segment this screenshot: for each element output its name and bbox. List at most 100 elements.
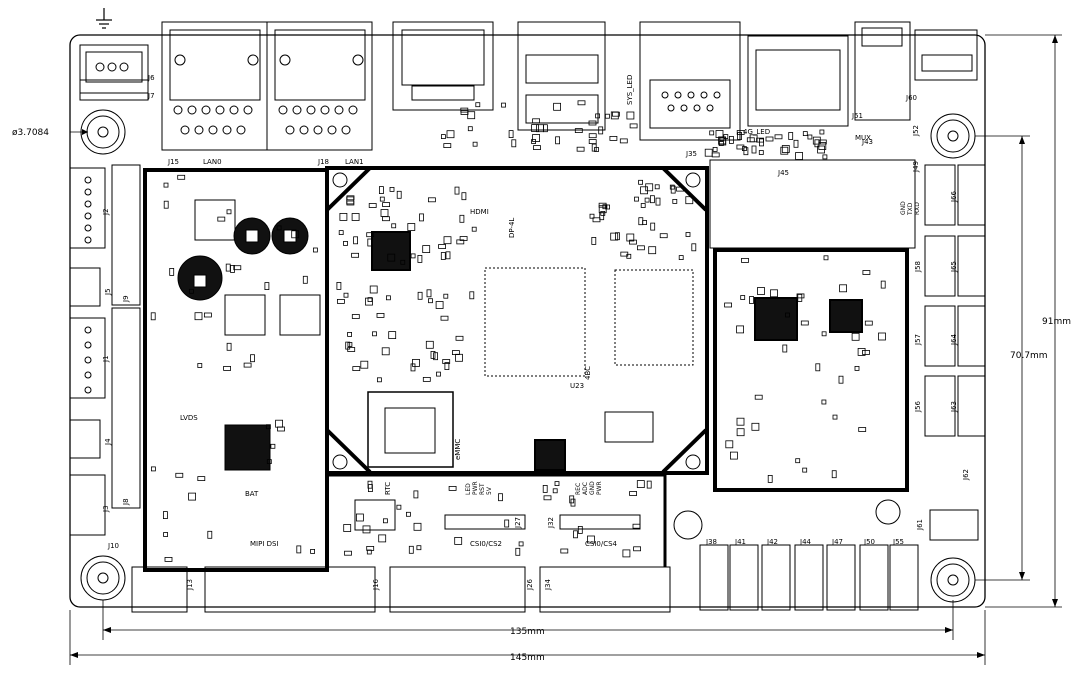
smd-pad xyxy=(435,301,444,309)
smd-pad xyxy=(378,534,387,543)
smd-pad xyxy=(669,184,675,190)
smd-pad xyxy=(353,236,359,245)
smd-pad xyxy=(600,210,606,216)
inductor-l2 xyxy=(279,294,321,336)
smd-pad xyxy=(765,136,774,142)
smd-pad xyxy=(796,293,805,299)
label-j45: J45 xyxy=(777,169,789,177)
smd-pad xyxy=(838,375,844,384)
smd-pad xyxy=(591,143,597,152)
small-ic-som xyxy=(534,439,566,471)
smd-pad xyxy=(264,282,270,291)
smd-pad xyxy=(749,296,754,304)
smd-pad xyxy=(819,129,825,135)
smd-components xyxy=(150,100,886,562)
smd-pad xyxy=(391,223,397,229)
smd-pad xyxy=(362,525,371,534)
smd-pad xyxy=(576,146,585,152)
smd-pad xyxy=(719,141,724,146)
label-j41: J41 xyxy=(734,538,746,546)
label-j44: J44 xyxy=(799,538,812,546)
smd-pad xyxy=(609,135,618,141)
smd-pad xyxy=(587,535,595,544)
smd-pad xyxy=(422,245,431,254)
smd-pad xyxy=(177,174,186,180)
smd-pad xyxy=(542,484,548,493)
label-j8: J8 xyxy=(122,498,130,506)
smd-pad xyxy=(410,363,416,372)
smd-pad xyxy=(560,548,569,554)
smd-pad xyxy=(822,154,828,160)
height-outer-label: 91mm xyxy=(1042,317,1071,327)
smd-pad xyxy=(670,185,676,194)
smd-pad xyxy=(650,195,655,204)
label-rtc: RTC xyxy=(384,482,392,495)
dim-70-7 xyxy=(975,135,1030,581)
wireless-module xyxy=(713,248,909,492)
smd-pad xyxy=(588,120,597,126)
smd-pad xyxy=(637,245,645,251)
smd-pad xyxy=(338,230,344,236)
label-j65: J65 xyxy=(950,261,958,273)
smd-pad xyxy=(366,232,375,238)
label-j10: J10 xyxy=(107,542,119,550)
smd-pad xyxy=(346,195,355,201)
smd-pad xyxy=(588,139,597,145)
smd-pad xyxy=(456,239,465,245)
label-4g-led: 4G_LED xyxy=(743,128,770,136)
pmic-chip xyxy=(604,411,654,443)
cpu-bga xyxy=(484,267,586,377)
smd-pad xyxy=(379,196,385,202)
smd-pad xyxy=(788,132,794,140)
smd-pad xyxy=(396,190,402,199)
label-j56: J56 xyxy=(914,400,922,413)
smd-pad xyxy=(444,362,450,371)
smd-pad xyxy=(351,314,360,319)
lan1-port xyxy=(266,21,373,151)
smd-pad xyxy=(508,130,514,139)
left-header-j5 xyxy=(69,267,101,307)
label-j4: J4 xyxy=(104,438,112,446)
label-j18: J18 xyxy=(317,158,329,166)
smd-pad xyxy=(880,280,886,289)
label-j3: J3 xyxy=(102,505,110,513)
smd-pad xyxy=(344,550,352,556)
smd-pad xyxy=(715,130,724,138)
smd-pad xyxy=(515,547,521,556)
smd-pad xyxy=(785,312,790,318)
label-j52: J52 xyxy=(912,125,920,137)
smd-pad xyxy=(857,347,866,356)
smd-pad xyxy=(629,239,637,245)
smd-pad xyxy=(351,252,360,258)
label-j6: J6 xyxy=(147,74,155,82)
label-sys-led: SYS_LED xyxy=(626,75,634,105)
label-j27: J27 xyxy=(514,517,522,529)
smd-pad xyxy=(737,132,742,140)
smd-pad xyxy=(626,233,635,242)
smd-pad xyxy=(650,222,656,231)
width-outer-label: 145mm xyxy=(510,653,545,663)
smd-pad xyxy=(756,137,764,143)
smd-pad xyxy=(339,212,348,221)
smd-pad xyxy=(389,186,395,192)
smd-pad xyxy=(230,264,235,273)
smd-pad xyxy=(310,549,316,554)
smd-pad xyxy=(795,458,801,464)
smd-pad xyxy=(428,298,433,304)
smd-pad xyxy=(355,513,364,522)
smd-pad xyxy=(425,340,434,349)
som-module xyxy=(325,166,709,475)
inductor-l1 xyxy=(224,294,266,336)
smd-pad xyxy=(676,186,684,192)
smd-pad xyxy=(646,480,652,489)
smd-pad xyxy=(532,134,540,142)
eth-phy-chip xyxy=(371,231,411,271)
smd-pad xyxy=(626,111,635,120)
smd-pad xyxy=(343,292,349,298)
smd-pad xyxy=(407,223,416,231)
smd-pad xyxy=(422,376,431,382)
smd-pad xyxy=(800,320,809,326)
smd-pad xyxy=(821,399,827,405)
label-lan0: LAN0 xyxy=(203,158,222,166)
label-rec-1: ADC xyxy=(582,482,589,495)
